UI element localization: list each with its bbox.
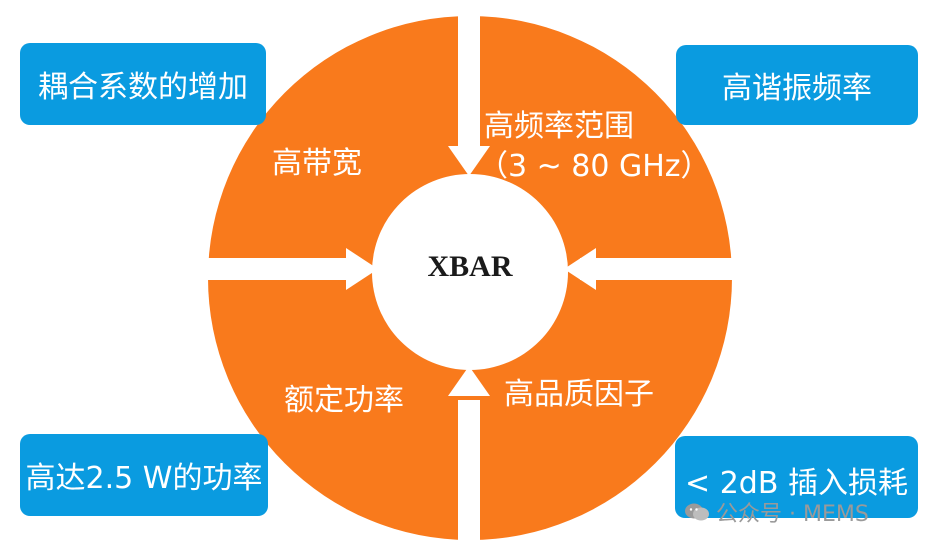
- arrow-left: [564, 248, 596, 290]
- callout-bottom-right: < 2dB 插入损耗: [675, 436, 918, 518]
- callout-top-left: 耦合系数的增加: [20, 43, 266, 125]
- watermark-text: 公众号 · MEMS: [716, 502, 869, 527]
- quadrant-label-top-right-line2: （3 ~ 80 GHz）: [478, 149, 711, 184]
- center-circle: [372, 174, 568, 370]
- quadrant-label-bottom-left: 额定功率: [284, 383, 404, 418]
- arrow-up: [448, 366, 490, 396]
- callout-top-right: 高谐振频率: [676, 45, 918, 125]
- wechat-icon: [685, 503, 709, 521]
- watermark: 公众号 · MEMS: [684, 496, 869, 528]
- divider-top: [458, 10, 480, 160]
- divider-bottom: [458, 400, 480, 545]
- divider-left: [200, 258, 360, 280]
- arrow-right: [346, 248, 378, 290]
- center-label: XBAR: [427, 250, 513, 283]
- quadrant-label-top-right-line1: 高频率范围: [484, 109, 634, 144]
- arrow-down: [448, 146, 490, 176]
- quadrant-label-top-left: 高带宽: [272, 146, 362, 181]
- callout-bottom-left: 高达2.5 W的功率: [20, 434, 268, 516]
- quadrant-label-bottom-right: 高品质因子: [504, 377, 654, 412]
- divider-right: [580, 258, 740, 280]
